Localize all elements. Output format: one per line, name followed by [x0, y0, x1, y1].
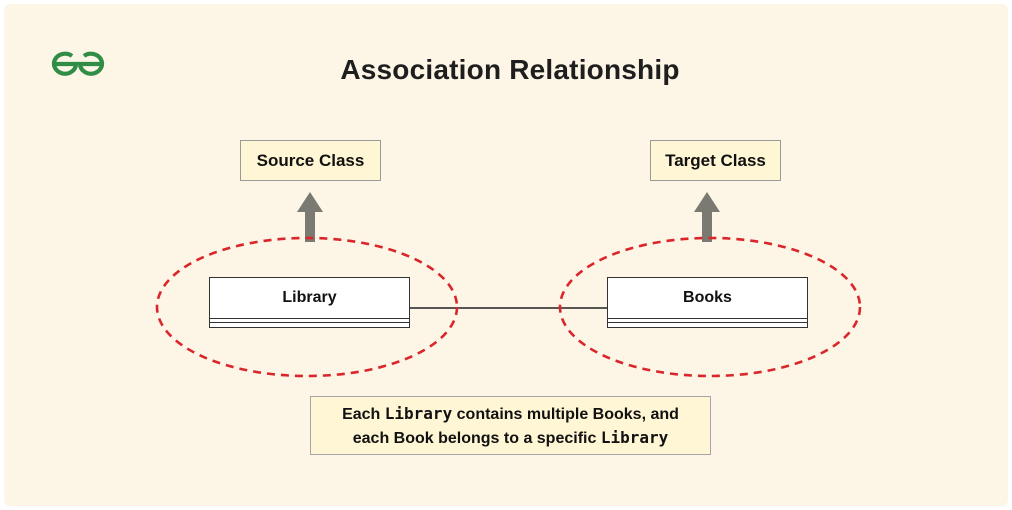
page-title: Association Relationship [340, 54, 680, 85]
library-methods-section [210, 323, 409, 326]
books-methods-section [608, 323, 807, 326]
source-dashed-ellipse [155, 236, 459, 378]
caption-box: Each Library contains multiple Books, an… [310, 396, 711, 455]
caption-line-2: each Book belongs to a specific Library [353, 426, 669, 450]
source-up-arrow [297, 192, 323, 242]
diagram-canvas: Association Relationship Source Class Ta… [4, 4, 1008, 506]
caption-code: Library [384, 403, 453, 423]
target-dashed-ellipse [558, 236, 862, 378]
target-class-label: Target Class [650, 140, 781, 181]
library-class-name: Library [210, 278, 409, 319]
diagram-connectors [155, 192, 862, 378]
books-class-name: Books [608, 278, 807, 319]
target-up-arrow [694, 192, 720, 242]
caption-text: contains multiple Books, and [452, 405, 679, 423]
library-attributes-section [210, 319, 409, 323]
caption-line-1: Each Library contains multiple Books, an… [342, 402, 679, 426]
source-class-label: Source Class [240, 140, 381, 181]
books-class-box: Books [607, 277, 808, 328]
books-attributes-section [608, 319, 807, 323]
caption-text: Each [342, 405, 385, 423]
library-class-box: Library [209, 277, 410, 328]
caption-code: Library [600, 427, 669, 447]
geeksforgeeks-logo-icon [51, 51, 105, 76]
caption-text: each Book belongs to a specific [352, 429, 601, 447]
